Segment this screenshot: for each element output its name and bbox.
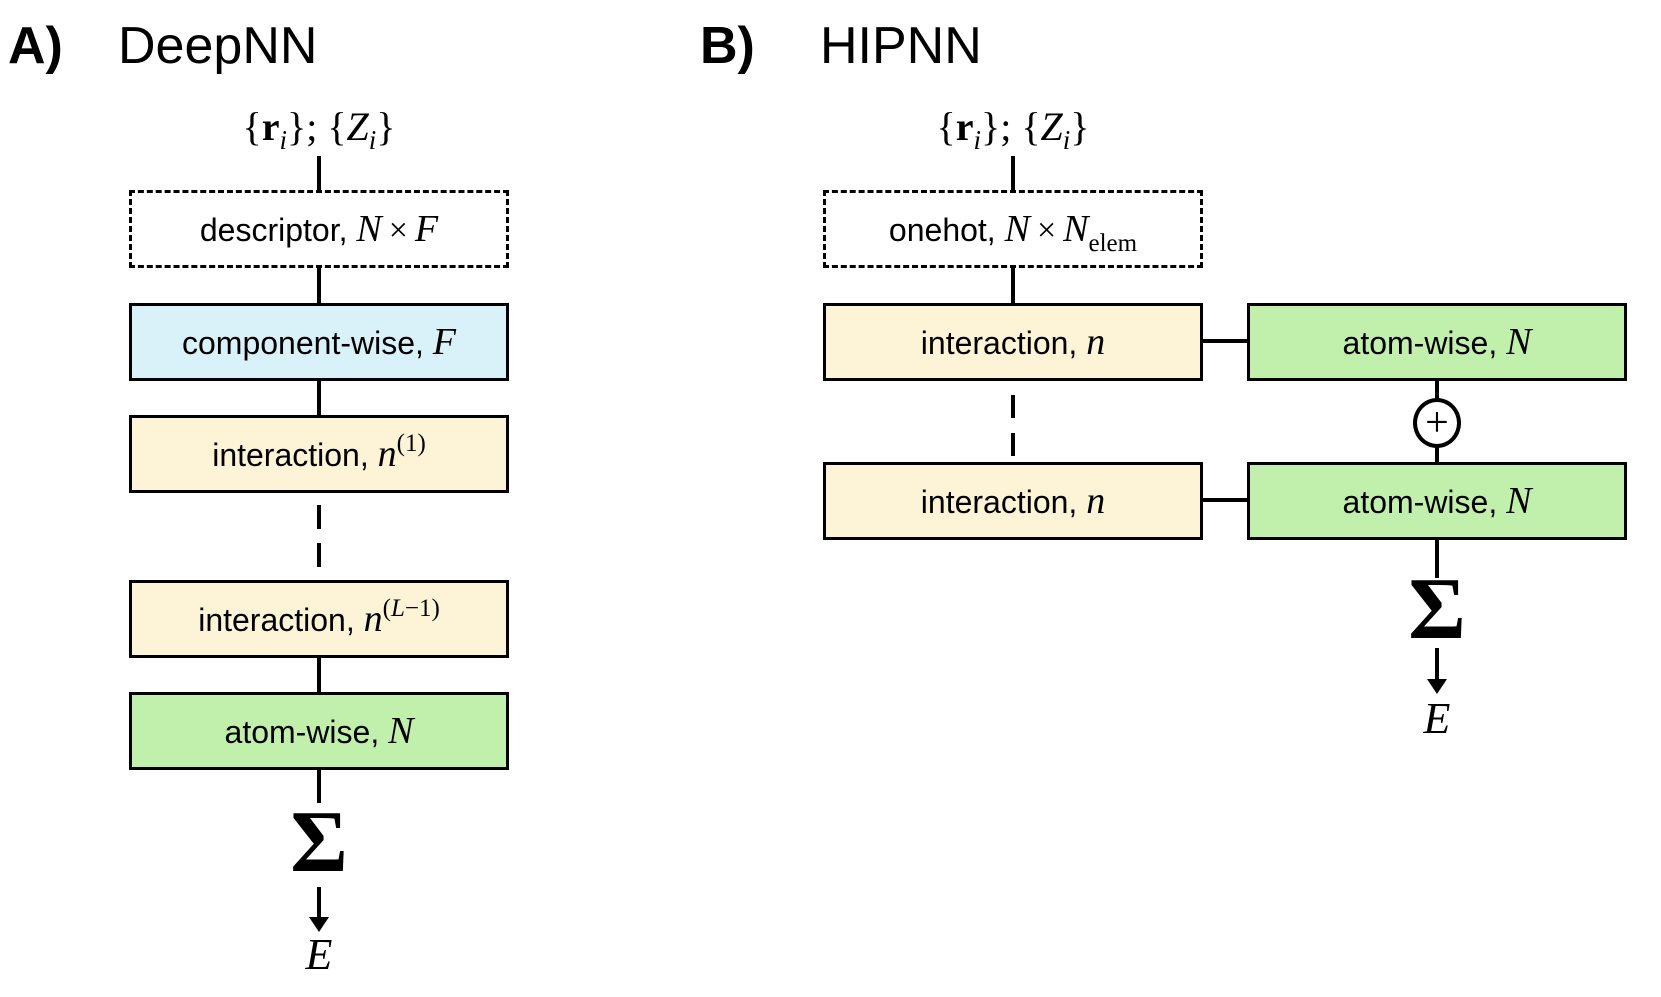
atom-wise-box-b1-label: atom-wise, N: [1343, 323, 1532, 361]
input-formula-a: {ri}; {Zi}: [129, 104, 509, 155]
connector-atomwise2-sum: [1435, 540, 1439, 578]
onehot-box-label: onehot, N×Nelem: [888, 208, 1137, 256]
down-arrowhead-icon: [1427, 679, 1447, 694]
descriptor-box-label: descriptor, N×F: [200, 210, 438, 248]
atom-wise-box-b2-label: atom-wise, N: [1343, 482, 1532, 520]
interaction-box-1-label: interaction, n(1): [212, 431, 426, 475]
formula-subscript: i: [973, 125, 981, 155]
output-arrow-shaft-b: [1435, 648, 1439, 679]
interaction-box-b2-label: interaction, n: [921, 482, 1105, 520]
panel-a-label: A): [8, 17, 63, 75]
connector-input-onehot: [1011, 156, 1015, 190]
plus-circle-icon: +: [1413, 398, 1461, 448]
dashed-connector-segment: [1011, 433, 1015, 456]
sum-symbol-a: Σ: [290, 794, 348, 891]
box-label-var: N: [388, 710, 414, 752]
panel-b-title: HIPNN: [820, 17, 982, 75]
connector-descriptor-component: [317, 268, 321, 303]
box-label-subscript: elem: [1088, 230, 1138, 257]
formula-subscript: i: [279, 125, 287, 155]
atom-wise-box-b2: atom-wise, N: [1247, 462, 1627, 540]
box-label-text: descriptor,: [199, 212, 357, 248]
connector-onehot-interaction1: [1011, 268, 1015, 303]
box-label-superscript: (L−1): [383, 595, 440, 622]
formula-atomic-number: Z: [346, 104, 369, 149]
box-label-text: interaction,: [198, 602, 364, 638]
connector-interaction2-atomwise2: [1203, 498, 1247, 502]
formula-subscript: i: [1062, 125, 1071, 155]
interaction-box-L-1: interaction, n(L−1): [129, 580, 509, 658]
box-label-text: atom-wise,: [1342, 325, 1507, 361]
interaction-box-b1-label: interaction, n: [921, 323, 1105, 361]
down-arrowhead-icon: [309, 917, 329, 932]
interaction-box-L-1-label: interaction, n(L−1): [198, 596, 440, 640]
atom-wise-box-a: atom-wise, N: [129, 692, 509, 770]
interaction-box-1: interaction, n(1): [129, 415, 509, 493]
formula-separator: }; {: [981, 104, 1041, 149]
connector-interaction-atomwise: [317, 658, 321, 692]
component-wise-box: component-wise, F: [129, 303, 509, 381]
onehot-box: onehot, N×Nelem: [823, 190, 1203, 268]
component-wise-box-label: component-wise, F: [182, 323, 456, 361]
box-label-var: n: [1086, 480, 1106, 522]
panel-a-title: DeepNN: [118, 17, 318, 75]
box-label-var: n: [363, 598, 383, 640]
dashed-connector-segment: [317, 543, 321, 567]
box-label-var: F: [432, 321, 456, 363]
formula-subscript: i: [368, 125, 377, 155]
box-label-var: n: [1086, 321, 1106, 363]
sum-symbol-b: Σ: [1408, 561, 1466, 658]
box-label-var: N: [1004, 208, 1030, 250]
box-label-var: N: [1063, 208, 1089, 250]
box-label-var: N: [1506, 321, 1532, 363]
connector-component-interaction1: [317, 381, 321, 415]
output-arrow-shaft-a: [317, 887, 321, 917]
panel-b-label: B): [700, 17, 755, 75]
panel-hipnn: B) HIPNN {ri}; {Zi} onehot, N×Nelem inte…: [660, 0, 1661, 997]
superscript-rest: −1): [404, 595, 440, 622]
box-label-text: interaction,: [212, 437, 378, 473]
box-label-var: N: [356, 208, 382, 250]
box-label-text: atom-wise,: [224, 714, 389, 750]
output-energy-label-a: E: [305, 930, 333, 979]
formula-position-vector: r: [955, 104, 974, 149]
connector-input-descriptor: [317, 156, 321, 190]
formula-separator: }; {: [287, 104, 347, 149]
dashed-connector-segment: [1011, 395, 1015, 418]
atom-wise-box-a-label: atom-wise, N: [225, 712, 414, 750]
times-symbol: ×: [388, 212, 408, 249]
box-label-text: component-wise,: [182, 325, 433, 361]
interaction-box-b1: interaction, n: [823, 303, 1203, 381]
box-label-text: interaction,: [920, 325, 1087, 361]
connector-interaction1-atomwise1: [1203, 339, 1247, 343]
interaction-box-b2: interaction, n: [823, 462, 1203, 540]
formula-brace: {: [936, 104, 956, 149]
input-formula-b: {ri}; {Zi}: [823, 104, 1203, 155]
box-label-var: n: [377, 433, 397, 475]
output-energy-label-b: E: [1423, 694, 1451, 743]
formula-position-vector: r: [261, 104, 280, 149]
box-label-text: interaction,: [920, 484, 1087, 520]
atom-wise-box-b1: atom-wise, N: [1247, 303, 1627, 381]
formula-atomic-number: Z: [1040, 104, 1063, 149]
box-label-var: N: [1506, 480, 1532, 522]
panel-deepnn: A) DeepNN {ri}; {Zi} descriptor, N×F com…: [0, 0, 660, 997]
times-symbol: ×: [1036, 212, 1057, 249]
box-label-text: atom-wise,: [1342, 484, 1507, 520]
box-label-superscript: (1): [396, 430, 426, 457]
formula-brace: }: [1070, 104, 1090, 149]
descriptor-box: descriptor, N×F: [129, 190, 509, 268]
superscript-var: L: [390, 595, 405, 622]
connector-atomwise-sum: [317, 770, 321, 803]
formula-brace: }: [376, 104, 396, 149]
dashed-connector-segment: [317, 505, 321, 529]
box-label-text: onehot,: [888, 212, 1005, 248]
formula-brace: {: [242, 104, 262, 149]
box-label-var: F: [414, 208, 439, 250]
superscript-paren: (: [382, 595, 391, 622]
plus-sign: +: [1425, 400, 1449, 446]
